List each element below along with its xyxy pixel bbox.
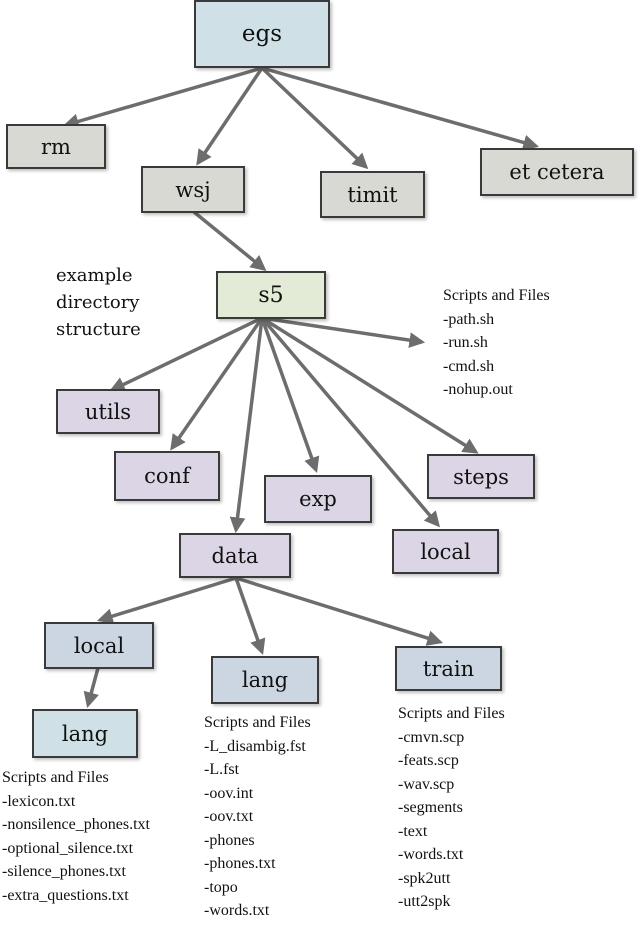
node-data-local[interactable]: local [44, 622, 154, 669]
local-lang-files-list: Scripts and Files -lexicon.txt -nonsilen… [2, 766, 150, 907]
arrow-s5-steps [261, 316, 479, 454]
arrow-s5-data [229, 317, 264, 534]
arrow-wsj-s5 [192, 210, 267, 271]
file-item: -oov.txt [204, 808, 254, 825]
file-item: -nohup.out [443, 381, 513, 398]
file-item: -oov.int [204, 784, 254, 802]
file-item: -optional_silence.txt [2, 839, 134, 857]
arrow-s5-utils [109, 316, 263, 392]
files-title: Scripts and Files [204, 714, 311, 731]
node-s5[interactable]: s5 [216, 271, 326, 319]
file-item: -path.sh [443, 310, 495, 328]
s5-files-list: Scripts and Files -path.sh -run.sh -cmd.… [443, 284, 550, 402]
file-item: -words.txt [398, 846, 464, 863]
file-item: -wav.scp [398, 775, 455, 793]
caption-line: example [56, 265, 133, 286]
diagram-caption: example directory structure [56, 262, 141, 343]
file-item: -cmd.sh [443, 357, 495, 375]
file-item: -run.sh [443, 334, 488, 351]
file-item: -utt2spk [398, 893, 451, 910]
node-egs[interactable]: egs [194, 0, 330, 68]
file-item: -phones [204, 831, 255, 849]
caption-line: structure [56, 319, 141, 340]
arrow-s5-exp [260, 317, 320, 473]
arrow-local-lang [83, 667, 100, 709]
file-item: -L.fst [204, 761, 240, 778]
arrow-egs-wsj [196, 67, 264, 166]
node-wsj[interactable]: wsj [141, 166, 245, 213]
arrow-data-lang [234, 577, 266, 655]
arrow-s5-conf [170, 317, 264, 451]
file-item: -spk2utt [398, 869, 451, 887]
file-item: -silence_phones.txt [2, 863, 126, 880]
arrow-data-local [96, 576, 237, 624]
file-item: -lexicon.txt [2, 792, 76, 810]
node-train[interactable]: train [395, 646, 502, 691]
node-rm[interactable]: rm [6, 124, 106, 169]
file-item: -topo [204, 878, 238, 896]
node-lang[interactable]: lang [211, 656, 319, 704]
node-data[interactable]: data [179, 533, 291, 578]
file-item: -L_disambig.fst [204, 737, 306, 755]
arrow-egs-etcetera [261, 66, 540, 151]
node-steps[interactable]: steps [427, 454, 535, 499]
train-files-list: Scripts and Files -cmvn.scp -feats.scp -… [398, 702, 505, 914]
arrow-data-train [235, 576, 444, 646]
files-title: Scripts and Files [2, 769, 109, 786]
file-item: -extra_questions.txt [2, 886, 129, 904]
node-local[interactable]: local [392, 529, 499, 574]
file-item: -nonsilence_phones.txt [2, 816, 150, 833]
file-item: -cmvn.scp [398, 728, 465, 746]
arrow-egs-timit [260, 66, 369, 170]
arrow-s5-local [260, 316, 441, 528]
file-item: -segments [398, 799, 463, 816]
files-title: Scripts and Files [398, 705, 505, 722]
lang-files-list: Scripts and Files -L_disambig.fst -L.fst… [204, 711, 311, 923]
file-item: -text [398, 822, 428, 840]
file-item: -feats.scp [398, 752, 459, 769]
node-etcetera[interactable]: et cetera [480, 148, 634, 196]
node-timit[interactable]: timit [320, 171, 425, 218]
node-exp[interactable]: exp [264, 475, 372, 523]
file-item: -words.txt [204, 902, 270, 919]
node-utils[interactable]: utils [56, 389, 160, 434]
arrow-egs-rm [62, 66, 263, 130]
file-item: -phones.txt [204, 855, 276, 872]
caption-line: directory [56, 292, 140, 313]
node-local-lang[interactable]: lang [32, 709, 138, 758]
arrow-s5-files [261, 316, 426, 348]
node-conf[interactable]: conf [114, 451, 220, 501]
files-title: Scripts and Files [443, 287, 550, 304]
